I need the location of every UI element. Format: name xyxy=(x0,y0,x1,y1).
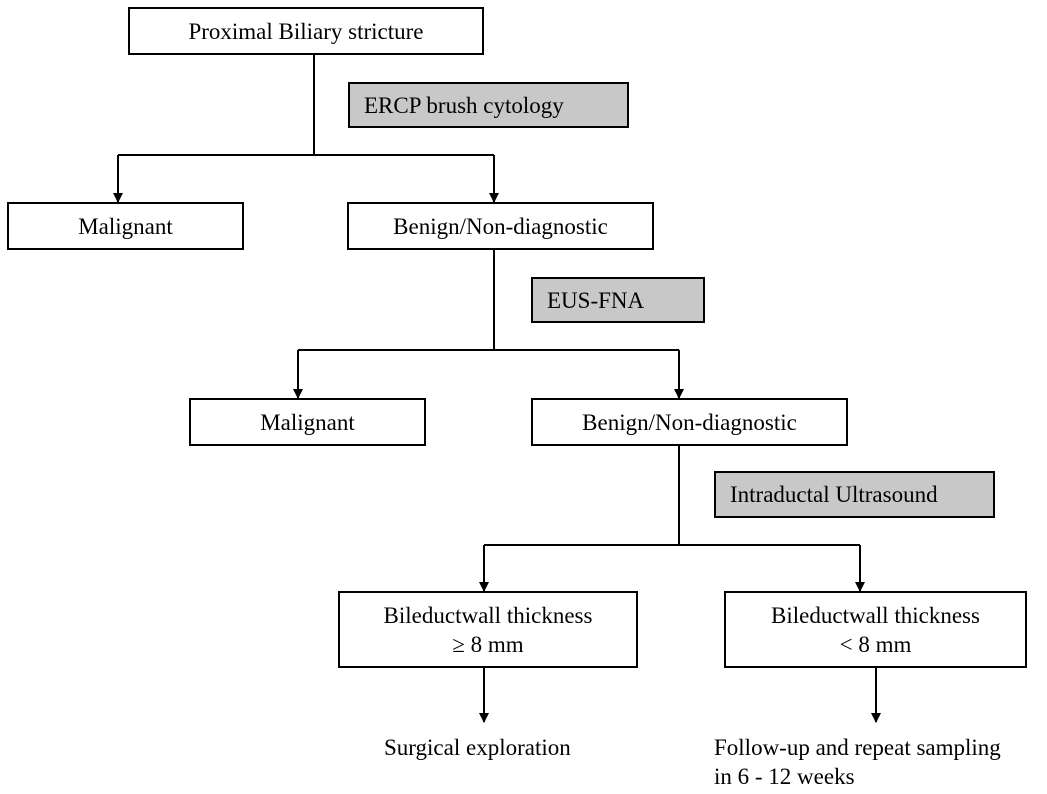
node-intraductal-ultrasound-label: Intraductal Ultrasound xyxy=(730,482,938,507)
node-eus-fna: EUS-FNA xyxy=(531,277,705,323)
node-benign-1: Benign/Non-diagnostic xyxy=(347,202,654,250)
node-benign-2-label: Benign/Non-diagnostic xyxy=(582,409,797,435)
node-benign-1-label: Benign/Non-diagnostic xyxy=(393,213,608,239)
node-intraductal-ultrasound: Intraductal Ultrasound xyxy=(714,471,995,518)
node-malignant-2-label: Malignant xyxy=(260,409,355,435)
node-malignant-1: Malignant xyxy=(7,202,244,250)
node-eus-fna-label: EUS-FNA xyxy=(547,287,645,313)
outcome-follow-up-line1: Follow-up and repeat sampling xyxy=(714,735,1001,760)
node-thickness-thin: Bileductwall thickness < 8 mm xyxy=(724,591,1027,668)
outcome-follow-up: Follow-up and repeat sampling in 6 - 12 … xyxy=(714,733,1001,791)
node-proximal-biliary-stricture-label: Proximal Biliary stricture xyxy=(188,18,424,44)
node-thickness-thick: Bileductwall thickness ≥ 8 mm xyxy=(338,591,638,668)
node-benign-2: Benign/Non-diagnostic xyxy=(531,398,848,446)
node-ercp-brush-cytology-label: ERCP brush cytology xyxy=(364,92,564,118)
node-thickness-thick-line2: ≥ 8 mm xyxy=(452,631,524,657)
node-thickness-thin-line2: < 8 mm xyxy=(839,631,912,657)
outcome-follow-up-line2: in 6 - 12 weeks xyxy=(714,764,855,789)
outcome-surgical-exploration-label: Surgical exploration xyxy=(384,735,571,760)
node-malignant-1-label: Malignant xyxy=(78,213,173,239)
node-thickness-thick-line1: Bileductwall thickness xyxy=(383,602,593,628)
node-proximal-biliary-stricture: Proximal Biliary stricture xyxy=(128,7,484,55)
outcome-surgical-exploration: Surgical exploration xyxy=(384,733,571,762)
node-malignant-2: Malignant xyxy=(189,398,426,446)
node-thickness-thin-line1: Bileductwall thickness xyxy=(771,602,980,628)
node-ercp-brush-cytology: ERCP brush cytology xyxy=(348,82,629,128)
